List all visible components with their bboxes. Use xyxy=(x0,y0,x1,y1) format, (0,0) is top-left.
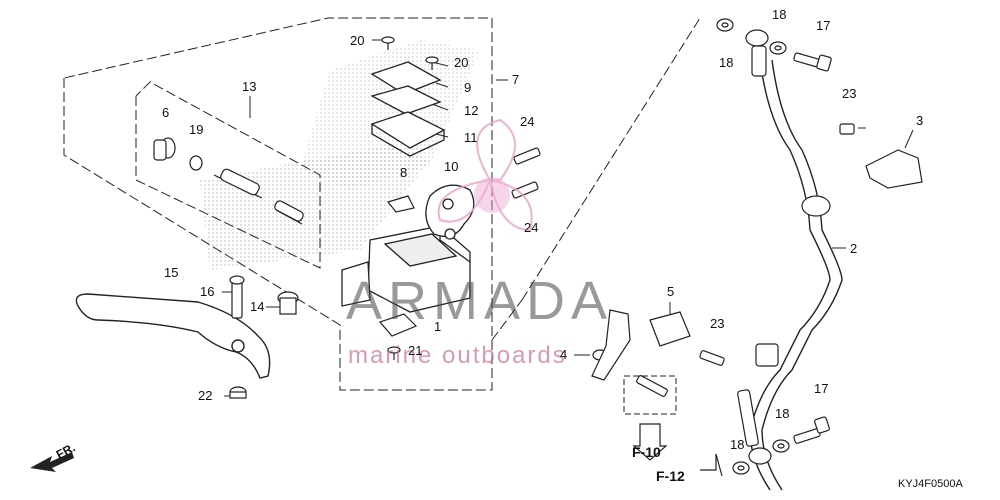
callout-12: 12 xyxy=(464,103,479,118)
callout-15: 15 xyxy=(164,265,179,280)
callout-24b: 24 xyxy=(524,220,539,235)
callout-22: 22 xyxy=(198,388,213,403)
brake-lever xyxy=(75,293,271,379)
front-arrow-icon xyxy=(30,452,74,472)
callout-21: 21 xyxy=(408,343,423,358)
callout-24a: 24 xyxy=(520,114,535,129)
bolts xyxy=(636,52,855,444)
callout-10: 10 xyxy=(444,159,459,174)
callout-7: 7 xyxy=(512,72,520,87)
f10-arrow xyxy=(632,423,668,461)
ref-f10: F-10 xyxy=(632,444,661,460)
piston-parts xyxy=(153,137,304,225)
callout-18a: 18 xyxy=(719,55,734,70)
group-outline-7 xyxy=(63,17,493,391)
callout-17a: 17 xyxy=(816,18,831,33)
hose-clamp xyxy=(649,311,691,347)
reservoir-cap xyxy=(370,61,446,157)
brake-switch xyxy=(378,313,418,337)
hose-fittings xyxy=(737,29,831,465)
callout-2: 2 xyxy=(850,241,858,256)
washers xyxy=(592,18,790,475)
group-outline-13 xyxy=(135,81,321,269)
callout-23b: 23 xyxy=(710,316,725,331)
switch-bracket xyxy=(386,195,415,213)
ref-f12: F-12 xyxy=(656,468,685,484)
callout-6: 6 xyxy=(162,105,170,120)
callout-16: 16 xyxy=(200,284,215,299)
callout-9: 9 xyxy=(464,80,472,95)
screws xyxy=(381,36,541,360)
watermark-brand: ARMADA xyxy=(346,271,614,331)
pivot-collar xyxy=(277,291,299,315)
callout-20b: 20 xyxy=(454,55,469,70)
callout-5: 5 xyxy=(667,284,675,299)
watermark-tagline: marine outboards xyxy=(348,342,567,369)
callout-13: 13 xyxy=(242,79,257,94)
part-code: KYJ4F0500A xyxy=(898,478,963,490)
callout-19: 19 xyxy=(189,122,204,137)
callout-23a: 23 xyxy=(842,86,857,101)
pivot-nut xyxy=(229,386,247,399)
callout-18d: 18 xyxy=(730,437,745,452)
f12-arrow xyxy=(700,453,723,477)
callout-14: 14 xyxy=(250,299,265,314)
callout-18c: 18 xyxy=(775,406,790,421)
pivot-bolt xyxy=(229,275,245,319)
hose-guide xyxy=(865,149,923,189)
clamp-holder xyxy=(425,184,475,240)
callout-1: 1 xyxy=(434,319,442,334)
callout-11: 11 xyxy=(464,130,478,145)
callout-3: 3 xyxy=(916,113,924,128)
callout-18b: 18 xyxy=(772,7,787,22)
callout-4: 4 xyxy=(560,347,568,362)
callout-17b: 17 xyxy=(814,381,829,396)
callout-8: 8 xyxy=(400,165,408,180)
callout-20a: 20 xyxy=(350,33,365,48)
hose-bracket xyxy=(591,309,631,381)
armada-logo-icon xyxy=(437,118,533,232)
